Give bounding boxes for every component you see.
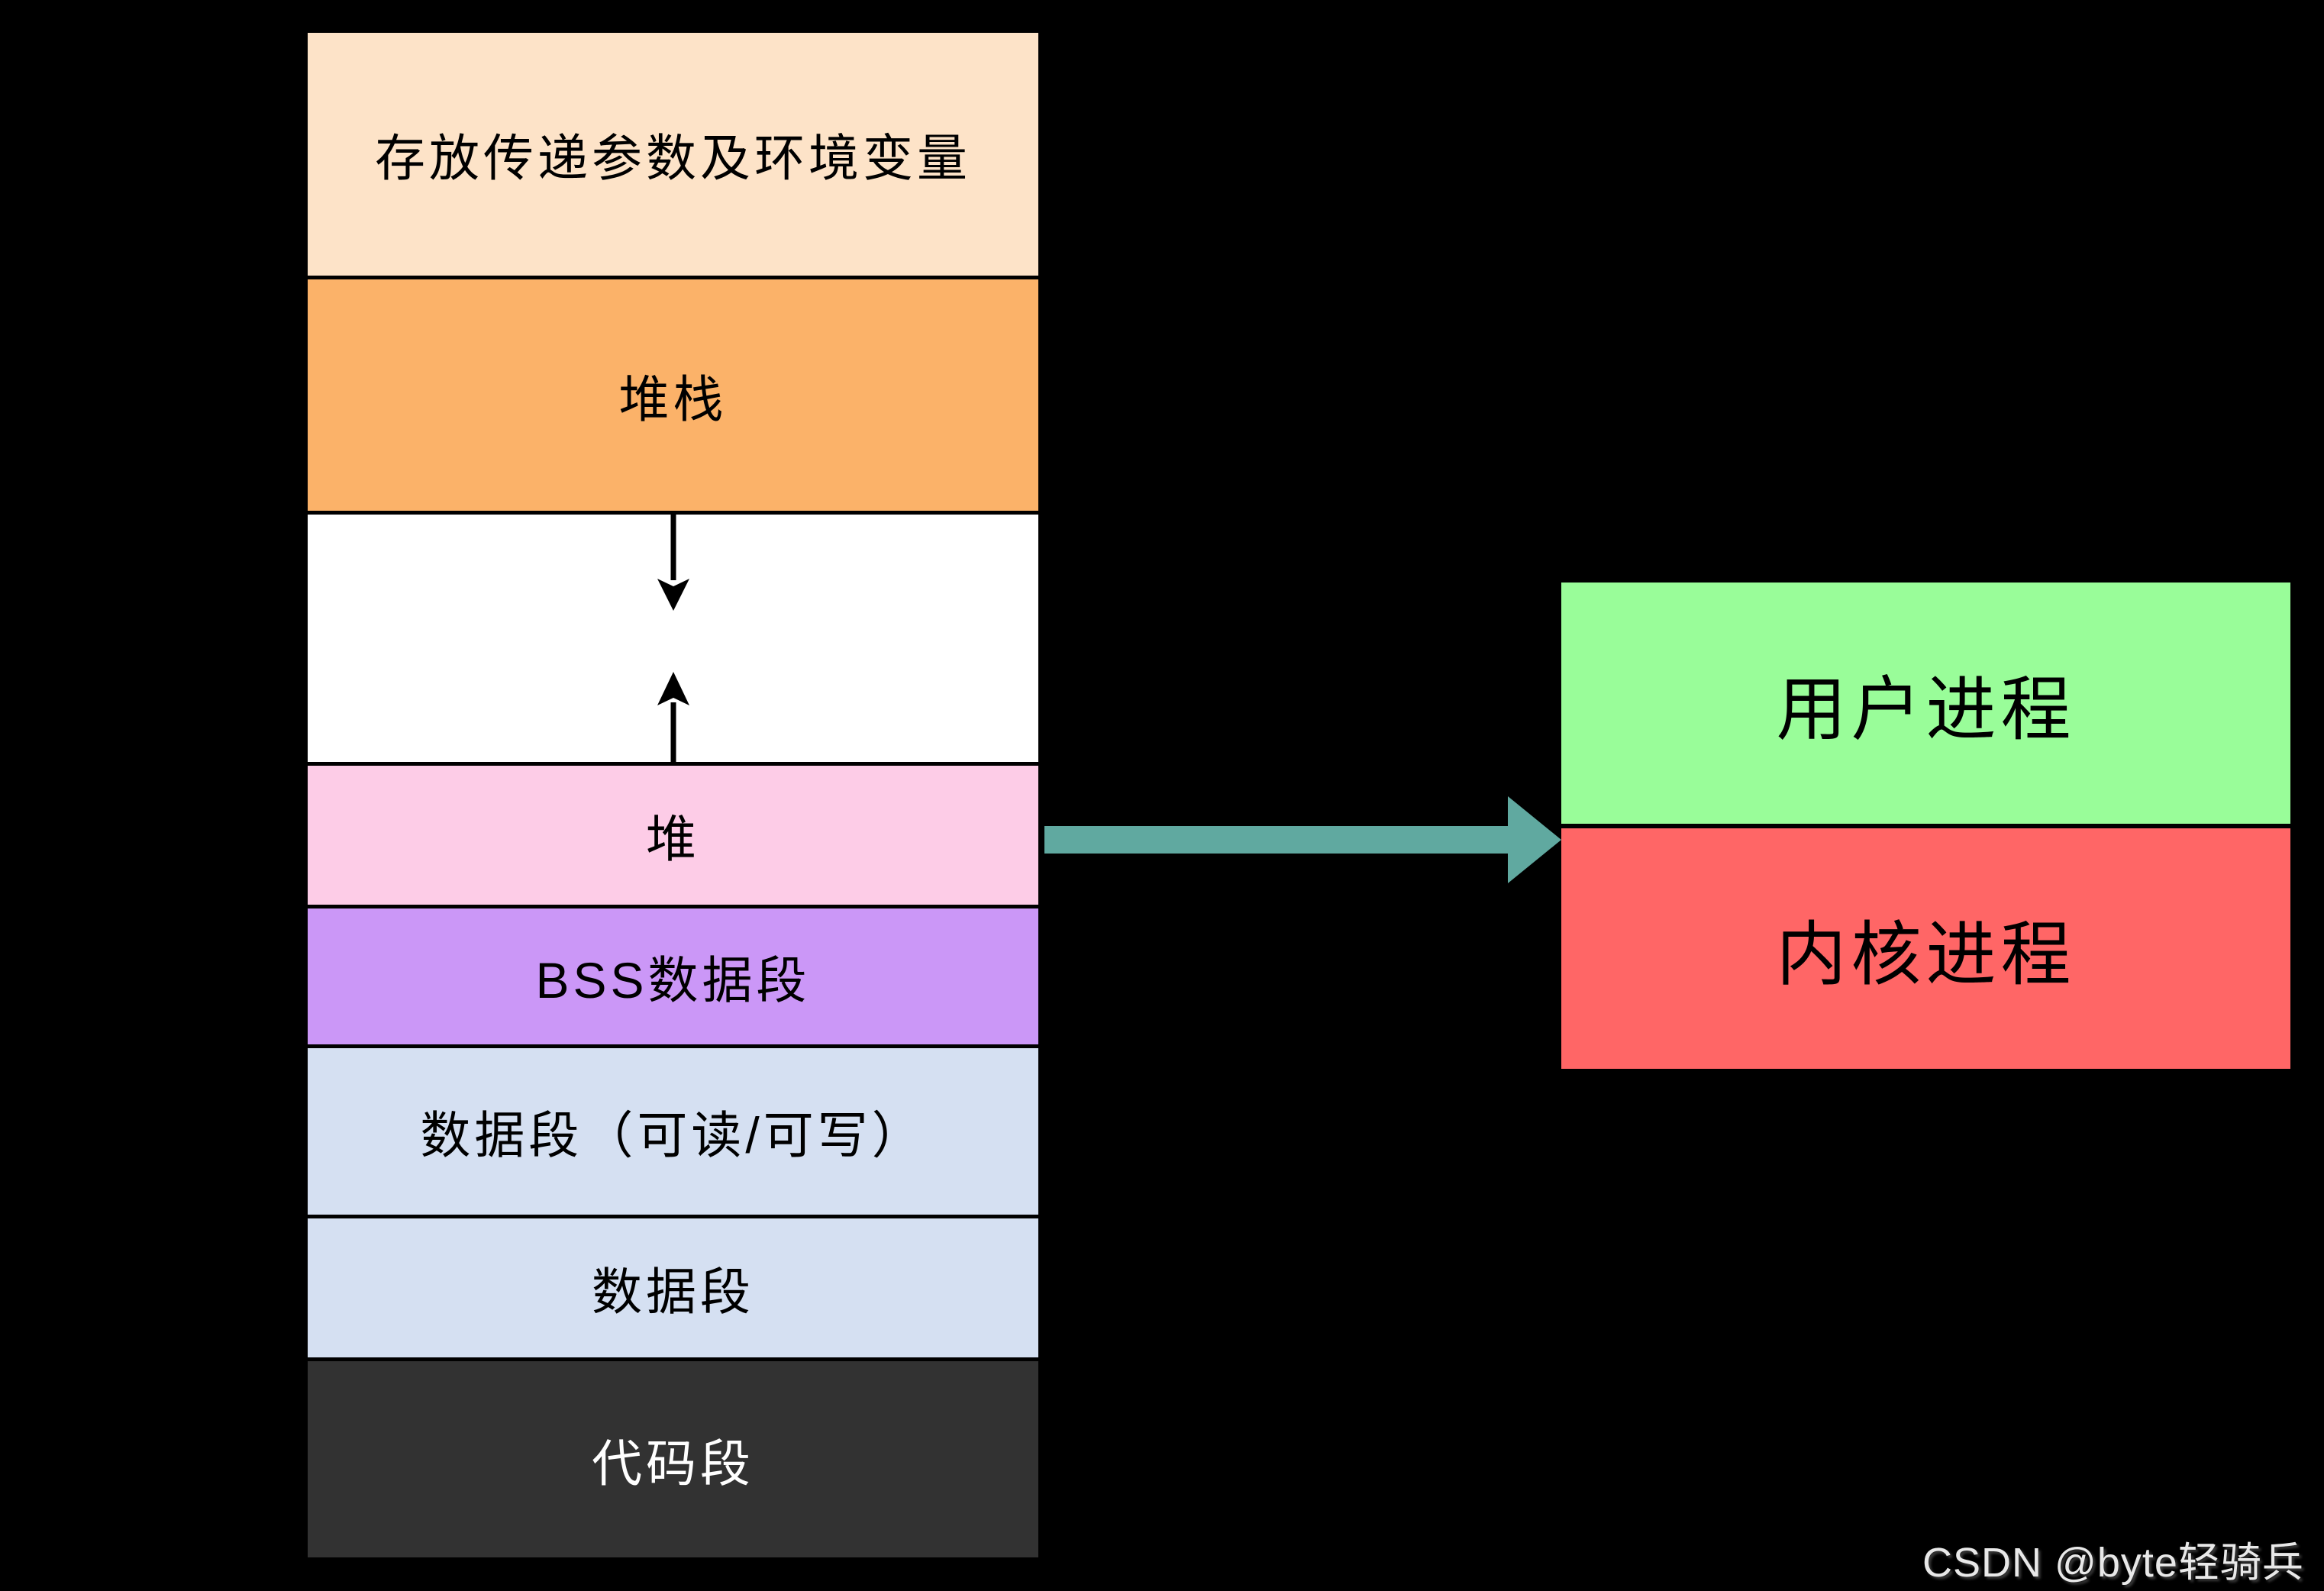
kernel-process-box: 内核进程 <box>1561 828 2290 1069</box>
watermark: CSDN @byte轻骑兵 <box>1922 1540 2304 1586</box>
segment-stack: 堆栈 <box>308 279 1038 511</box>
segment-bss: BSS数据段 <box>308 908 1038 1044</box>
segment-params-env: 存放传递参数及环境变量 <box>308 33 1038 276</box>
heap-growth-up-arrow-icon <box>657 672 689 762</box>
segment-params-env-label: 存放传递参数及环境变量 <box>375 130 971 186</box>
segment-data-rw: 数据段（可读/可写） <box>308 1048 1038 1215</box>
stack-growth-down-arrow-icon <box>657 515 689 611</box>
kernel-process-label: 内核进程 <box>1776 916 2076 994</box>
segment-code-label: 代码段 <box>592 1434 754 1492</box>
user-process-box: 用户进程 <box>1561 583 2290 824</box>
growth-arrows-graphic <box>657 515 689 762</box>
segment-stack-label: 堆栈 <box>618 370 728 428</box>
segment-data-label: 数据段 <box>592 1263 754 1320</box>
segment-heap: 堆 <box>308 766 1038 905</box>
segment-free-space <box>308 515 1038 762</box>
memory-stack: 存放传递参数及环境变量 堆栈 堆 BSS数据段 数据段（可读/可写） 数据段 <box>308 33 1038 1557</box>
flow-right-arrow-icon <box>1044 796 1561 883</box>
segment-code: 代码段 <box>308 1361 1038 1557</box>
segment-heap-label: 堆 <box>646 811 700 867</box>
user-process-label: 用户进程 <box>1776 670 2076 749</box>
segment-data-rw-label: 数据段（可读/可写） <box>420 1107 926 1163</box>
segment-data: 数据段 <box>308 1218 1038 1357</box>
segment-bss-label: BSS数据段 <box>535 952 811 1008</box>
